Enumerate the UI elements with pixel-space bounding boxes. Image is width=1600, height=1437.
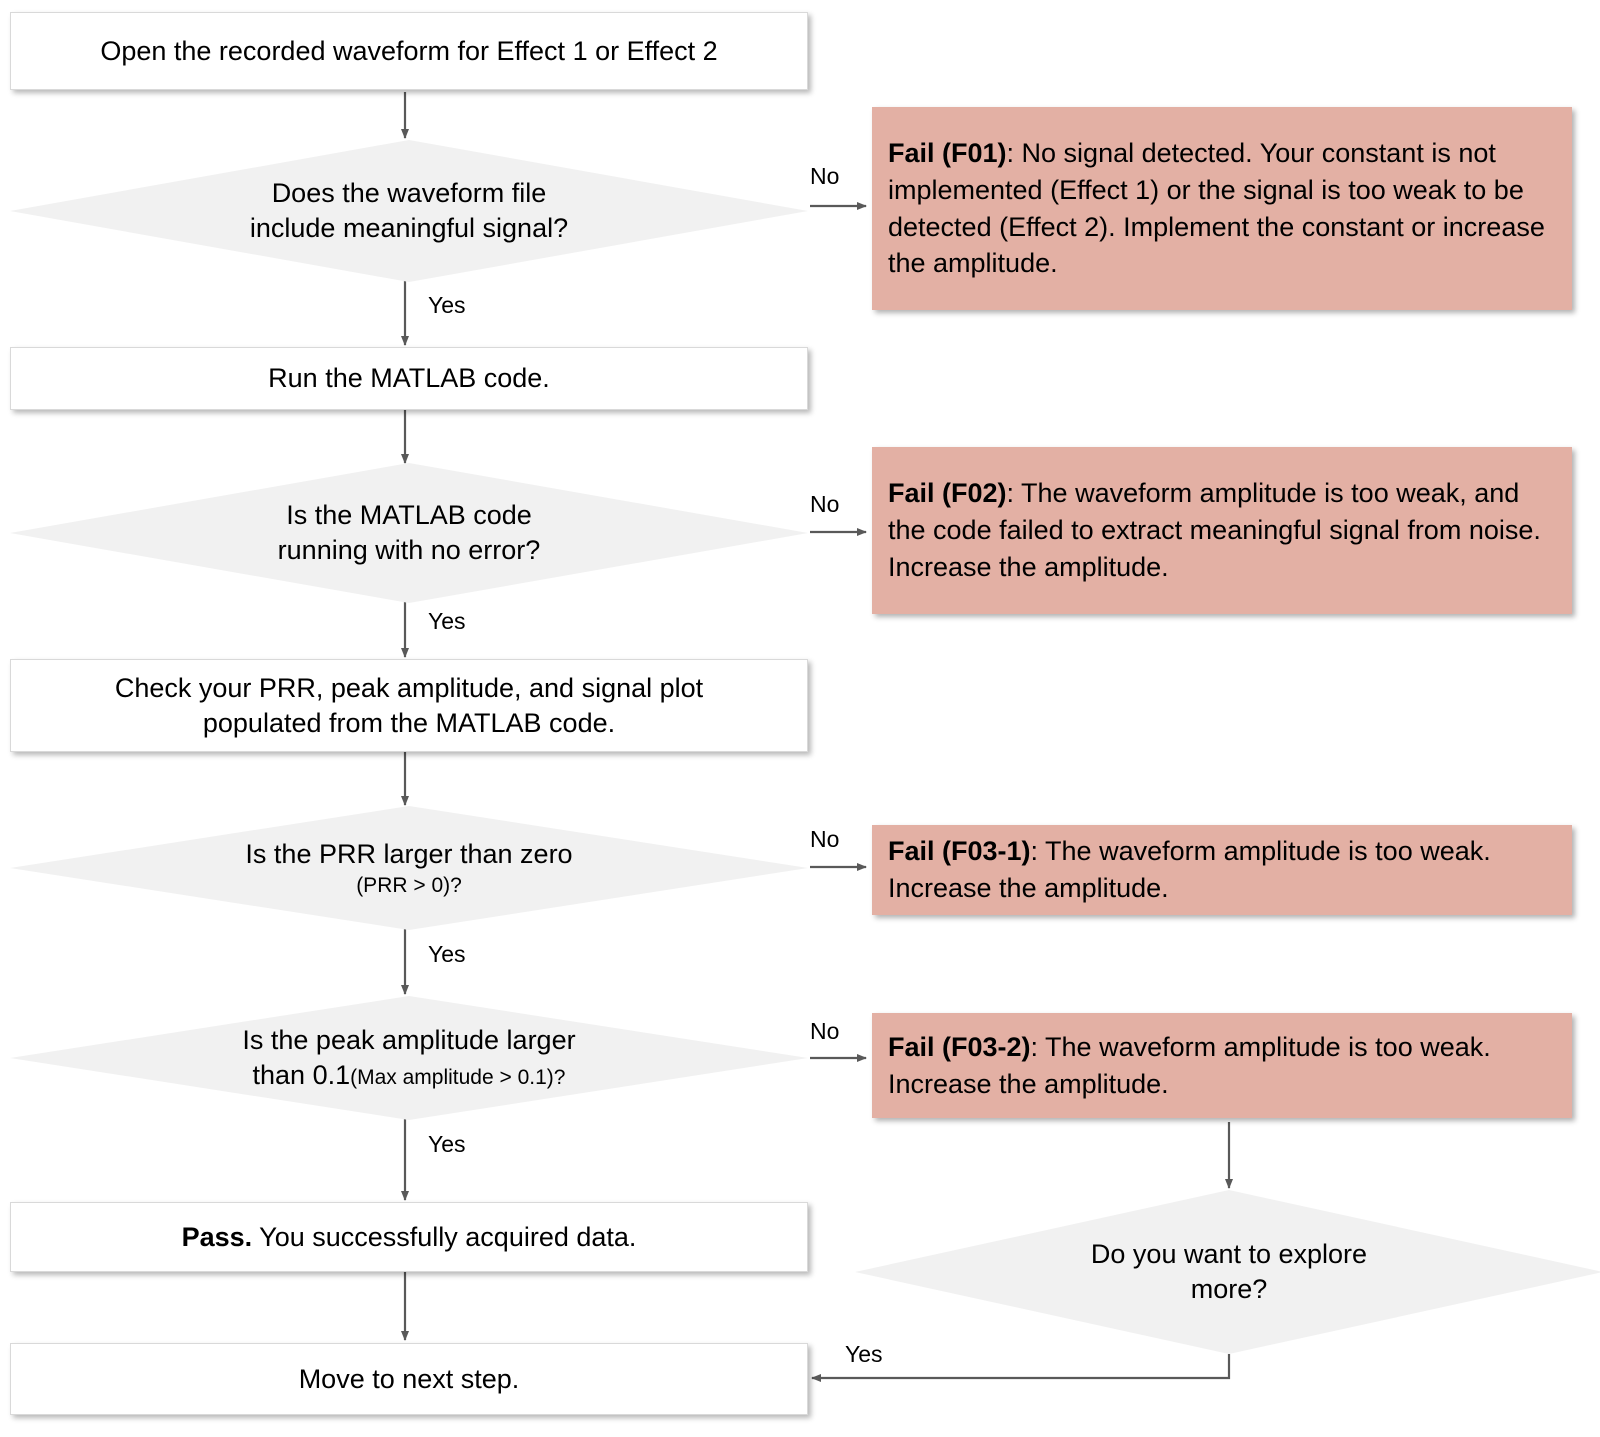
edge-label-d4-yes: Yes [428, 1131, 466, 1157]
d5-line2: more? [1190, 1274, 1268, 1304]
node-pass[interactable]: Pass. You successfully acquired data. [10, 1202, 808, 1272]
d5-line1: Do you want to explore [1090, 1238, 1368, 1269]
check-prr-line2: populated from the MATLAB code. [202, 707, 616, 738]
node-fail-f01[interactable]: Fail (F01): No signal detected. Your con… [872, 107, 1572, 310]
node-fail-f02-text: Fail (F02): The waveform amplitude is to… [872, 475, 1572, 585]
edge-label-d1-no: No [810, 163, 840, 189]
node-fail-f03-1-text: Fail (F03-1): The waveform amplitude is … [872, 833, 1572, 906]
node-decision-prr-gt-zero[interactable]: Is the PRR larger than zero (PRR > 0)? [10, 806, 808, 930]
node-move-next-step[interactable]: Move to next step. [10, 1343, 808, 1415]
node-pass-lead: Pass. [181, 1221, 253, 1252]
node-decision-explore-more-label: Do you want to explore more? [855, 1190, 1600, 1354]
node-decision-peak-amplitude[interactable]: Is the peak amplitude larger than 0.1(Ma… [10, 996, 808, 1120]
node-decision-prr-gt-zero-label: Is the PRR larger than zero (PRR > 0)? [10, 806, 808, 930]
d1-line1: Does the waveform file [271, 177, 547, 208]
node-decision-no-error-label: Is the MATLAB code running with no error… [10, 463, 808, 603]
node-check-prr-text: Check your PRR, peak amplitude, and sign… [101, 671, 717, 740]
node-fail-f03-1-lead: Fail (F03-1) [888, 836, 1031, 867]
edge-label-d4-no: No [810, 1018, 840, 1044]
node-decision-no-error[interactable]: Is the MATLAB code running with no error… [10, 463, 808, 603]
edge-label-d5-yes: Yes [845, 1341, 883, 1367]
node-fail-f03-1[interactable]: Fail (F03-1): The waveform amplitude is … [872, 825, 1572, 915]
node-fail-f01-lead: Fail (F01) [888, 138, 1007, 169]
edge-label-d3-no: No [810, 826, 840, 852]
node-fail-f01-rest: : No signal detected. Your constant is n… [888, 138, 1545, 279]
node-open-waveform-label: Open the recorded waveform for Effect 1 … [100, 35, 718, 66]
node-run-matlab-label: Run the MATLAB code. [268, 363, 550, 394]
node-decision-peak-amplitude-label: Is the peak amplitude larger than 0.1(Ma… [10, 996, 808, 1120]
node-pass-text: Pass. You successfully acquired data. [168, 1220, 651, 1255]
d2-line2: running with no error? [277, 535, 541, 565]
d2-line1: Is the MATLAB code [286, 499, 532, 530]
node-fail-f03-2-lead: Fail (F03-2) [888, 1031, 1031, 1062]
node-fail-f02[interactable]: Fail (F02): The waveform amplitude is to… [872, 447, 1572, 614]
node-fail-f02-lead: Fail (F02) [888, 478, 1007, 509]
node-fail-f03-2-rest: : The waveform amplitude is too weak. In… [888, 1031, 1491, 1099]
check-prr-line1: Check your PRR, peak amplitude, and sign… [114, 672, 704, 703]
node-check-prr[interactable]: Check your PRR, peak amplitude, and sign… [10, 659, 808, 752]
edge-label-d3-yes: Yes [428, 941, 466, 967]
node-open-waveform[interactable]: Open the recorded waveform for Effect 1 … [10, 12, 808, 90]
d4-line2-main: than 0.1 [252, 1060, 351, 1090]
d4-line2-paren: (Max amplitude > 0.1)? [350, 1066, 566, 1089]
node-pass-rest: You successfully acquired data. [252, 1221, 637, 1252]
edge-label-d1-yes: Yes [428, 292, 466, 318]
d3-line2: (PRR > 0)? [356, 873, 462, 897]
node-decision-explore-more[interactable]: Do you want to explore more? [855, 1190, 1600, 1354]
d1-line2: include meaningful signal? [249, 213, 569, 243]
edge-label-d2-no: No [810, 491, 840, 517]
node-fail-f03-2-text: Fail (F03-2): The waveform amplitude is … [872, 1029, 1572, 1102]
node-run-matlab[interactable]: Run the MATLAB code. [10, 347, 808, 410]
node-decision-meaningful-signal[interactable]: Does the waveform file include meaningfu… [10, 140, 808, 282]
d4-line2: than 0.1(Max amplitude > 0.1)? [242, 1058, 575, 1093]
node-fail-f03-1-rest: : The waveform amplitude is too weak. In… [888, 836, 1491, 903]
node-fail-f01-text: Fail (F01): No signal detected. Your con… [872, 135, 1572, 282]
node-fail-f02-rest: : The waveform amplitude is too weak, an… [888, 478, 1541, 582]
node-decision-meaningful-signal-label: Does the waveform file include meaningfu… [10, 140, 808, 282]
d3-line1: Is the PRR larger than zero [245, 838, 573, 869]
d4-line1: Is the peak amplitude larger [242, 1024, 576, 1055]
node-fail-f03-2[interactable]: Fail (F03-2): The waveform amplitude is … [872, 1013, 1572, 1118]
edge-label-d2-yes: Yes [428, 608, 466, 634]
node-move-next-step-label: Move to next step. [298, 1363, 520, 1394]
